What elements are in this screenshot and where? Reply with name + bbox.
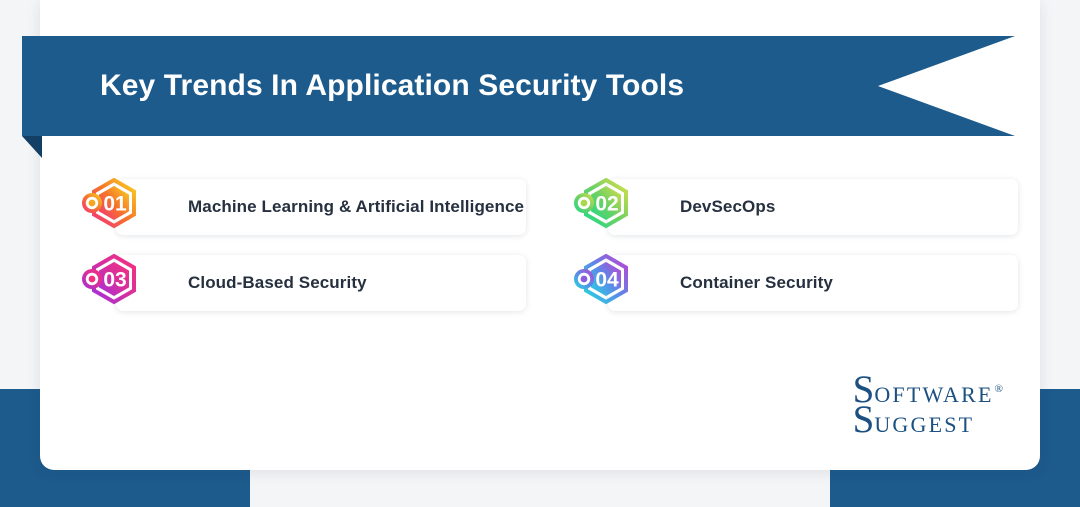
trend-item-panel: [608, 179, 1018, 235]
logo-line-1: S oftware ®: [852, 368, 1003, 412]
hexagon-badge-icon-01: 01: [78, 173, 148, 241]
svg-text:01: 01: [103, 193, 127, 216]
trend-item-03[interactable]: 03 Cloud-Based Security: [78, 249, 570, 317]
trend-item-label: Machine Learning & Artificial Intelligen…: [188, 197, 525, 216]
svg-text:03: 03: [103, 269, 126, 292]
trend-item-panel: [116, 255, 526, 311]
trend-item-label: DevSecOps: [680, 197, 776, 216]
logo-capital-s-bottom: S: [852, 398, 875, 442]
logo-line-2: S uggest: [852, 398, 1002, 442]
hexagon-badge-icon-04: 04: [570, 249, 640, 317]
trend-item-label: Container Security: [680, 273, 833, 292]
softwaresuggest-logo: S oftware ® S uggest: [852, 368, 1003, 442]
page-title: Key Trends In Application Security Tools: [100, 69, 685, 102]
ribbon-shape: [22, 36, 1015, 136]
hexagon-badge-icon-02: 02: [570, 173, 640, 241]
hexagon-badge-icon-03: 03: [78, 249, 148, 317]
trend-item-02[interactable]: 02 DevSecOps: [570, 173, 1062, 241]
registered-trademark-icon: ®: [994, 383, 1003, 396]
trend-item-panel: [116, 179, 526, 235]
trend-item-01[interactable]: 01 Machine Learning & Artificial Intelli…: [78, 173, 570, 241]
logo-word-software: oftware: [874, 382, 994, 408]
svg-text:04: 04: [595, 269, 619, 292]
trend-item-label: Cloud-Based Security: [188, 273, 367, 292]
logo-word-suggest: uggest: [874, 412, 975, 438]
content-card: Key Trends In Application Security Tools: [22, 0, 1040, 470]
header-ribbon: Key Trends In Application Security Tools: [22, 36, 1015, 158]
svg-text:02: 02: [595, 193, 618, 216]
trend-items-grid: 01 Machine Learning & Artificial Intelli…: [40, 173, 1040, 317]
trend-item-04[interactable]: 04 Container Security: [570, 249, 1062, 317]
trend-item-panel: [608, 255, 1018, 311]
logo-capital-s-top: S: [852, 368, 875, 412]
